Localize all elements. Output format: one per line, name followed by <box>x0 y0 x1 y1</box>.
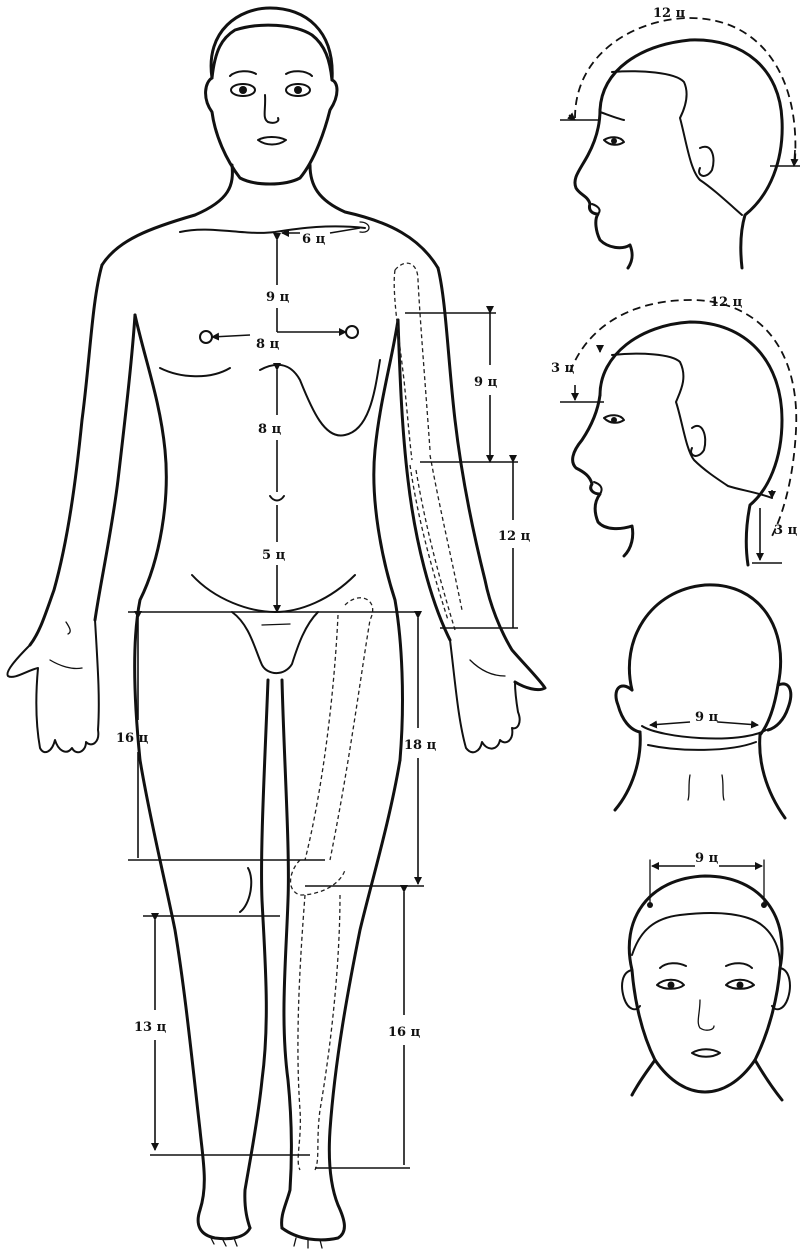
label-head2-back: 3 ц <box>774 523 798 538</box>
groin <box>232 612 318 673</box>
head-outline <box>206 8 337 184</box>
label-clavicle: 6 ц <box>302 232 326 247</box>
left-arm-outer <box>30 265 102 645</box>
left-leg-outer <box>140 760 250 1239</box>
hair <box>212 25 332 80</box>
label-lower-leg-outer: 16 ц <box>388 1025 421 1040</box>
right-hand <box>450 640 520 752</box>
head-profile-2 <box>560 300 796 565</box>
label-thigh-inner: 16 ц <box>116 731 149 746</box>
label-lower-leg-inner: 13 ц <box>134 1020 167 1035</box>
left-hand <box>7 620 98 752</box>
label-sternum-upper: 9 ц <box>266 290 290 305</box>
head-profile-1 <box>560 18 800 268</box>
left-arm-inner <box>95 315 135 620</box>
eyebrows <box>230 71 312 76</box>
navel <box>270 496 284 501</box>
label-head2-arc: 12 ц <box>710 295 743 310</box>
torso-left <box>135 315 167 760</box>
right-pupil <box>294 86 302 94</box>
torso-right <box>374 320 403 760</box>
knee-dashed <box>291 860 345 895</box>
nose <box>265 95 279 123</box>
label-nipples: 8 ц <box>256 337 280 352</box>
right-leg-inner <box>282 680 292 1228</box>
body-measurements <box>128 228 518 1168</box>
left-pupil <box>239 86 247 94</box>
left-palm-lines <box>50 622 82 669</box>
label-xiphoid-navel: 8 ц <box>258 422 282 437</box>
neck-left <box>102 165 232 265</box>
label-head1-arc: 12 ц <box>653 6 686 21</box>
neck-right <box>310 165 438 268</box>
left-pectoral <box>160 368 230 376</box>
label-upper-arm: 9 ц <box>474 375 498 390</box>
label-head-front-width: 9 ц <box>695 851 719 866</box>
left-leg-inner <box>245 680 268 1228</box>
tibia-dashed <box>298 895 340 1170</box>
head-front-view <box>622 860 790 1100</box>
head-back-view <box>615 585 791 818</box>
femur-dashed <box>305 598 373 860</box>
label-navel-pubis: 5 ц <box>262 548 286 563</box>
right-palm-lines <box>470 660 505 676</box>
label-thigh-outer: 18 ц <box>404 738 437 753</box>
head2-arc-dashed <box>570 300 796 540</box>
pelvic-line <box>192 575 355 612</box>
label-head2-front: 3 ц <box>551 361 575 376</box>
right-arm-inner <box>398 320 450 640</box>
label-head-back-width: 9 ц <box>695 710 719 725</box>
left-nipple <box>200 331 212 343</box>
label-forearm: 12 ц <box>498 529 531 544</box>
right-nipple <box>346 326 358 338</box>
mouth <box>258 137 286 145</box>
knee-crease <box>240 868 251 912</box>
